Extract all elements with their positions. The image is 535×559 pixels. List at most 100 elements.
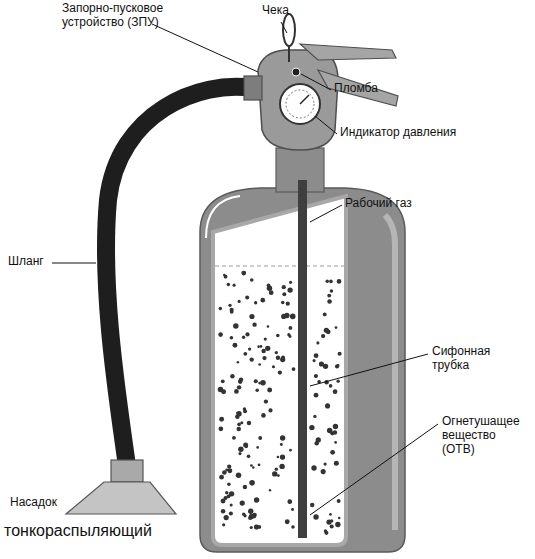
nozzle-coupling	[111, 460, 143, 482]
powder-dot	[256, 446, 259, 449]
powder-dot	[242, 336, 245, 339]
powder-dot	[338, 352, 342, 356]
powder-dot	[311, 465, 316, 470]
powder-dot	[260, 298, 265, 303]
powder-dot	[254, 379, 258, 383]
powder-dot	[327, 428, 332, 433]
powder-dot	[326, 520, 331, 525]
powder-dot	[309, 425, 314, 430]
powder-dot	[225, 491, 228, 494]
powder-dot	[238, 452, 241, 455]
powder-dot	[278, 370, 282, 374]
powder-dot	[277, 456, 280, 459]
powder-dot	[291, 525, 295, 529]
powder-dot	[282, 285, 286, 289]
powder-dot	[287, 499, 292, 504]
trigger-lever	[318, 70, 398, 106]
powder-dot	[249, 480, 255, 486]
powder-dot	[236, 412, 239, 415]
leader-line	[281, 22, 287, 33]
powder-dot	[291, 508, 294, 511]
powder-dot	[285, 519, 290, 524]
powder-dot	[265, 346, 270, 351]
powder-dot	[289, 326, 293, 330]
powder-dot	[313, 415, 316, 418]
siphon-tube	[298, 180, 307, 538]
powder-dot	[321, 334, 325, 338]
powder-dot	[264, 337, 267, 340]
powder-dot	[247, 421, 251, 425]
powder-dot	[244, 445, 248, 449]
powder-dot	[245, 295, 249, 299]
powder-dot	[330, 524, 334, 528]
powder-dot	[243, 485, 247, 489]
powder-dot	[269, 290, 274, 295]
powder-dot	[236, 473, 242, 479]
powder-dot	[243, 443, 248, 448]
powder-dot	[224, 275, 228, 279]
powder-dot	[292, 367, 296, 371]
valve-head	[258, 50, 338, 150]
part-label: Запорно-пусковое устройство (ЗПУ)	[62, 2, 180, 30]
powder-dot	[282, 457, 285, 460]
powder-dot	[289, 281, 292, 284]
powder-dot	[243, 409, 247, 413]
powder-dot	[275, 351, 278, 354]
powder-dot	[230, 336, 234, 340]
powder-dot	[250, 357, 254, 361]
powder-dot	[248, 347, 251, 350]
powder-dot	[272, 365, 275, 368]
powder-dot	[333, 389, 338, 394]
powder-dot	[240, 500, 245, 505]
cutaway-window	[213, 196, 346, 545]
powder-dot	[267, 283, 271, 287]
powder-dot	[333, 424, 338, 429]
powder-dot	[229, 511, 233, 515]
powder-dot	[227, 283, 230, 286]
powder-dot	[281, 314, 286, 319]
powder-dot	[249, 314, 254, 319]
powder-dot	[330, 450, 335, 455]
powder-dot	[324, 462, 327, 465]
powder-dot	[335, 364, 339, 368]
powder-dot	[337, 499, 341, 503]
powder-dot	[337, 364, 340, 367]
pin-shaft	[288, 46, 290, 62]
powder-dot	[227, 464, 231, 468]
powder-dot	[241, 271, 246, 276]
liquid-level	[215, 266, 344, 267]
powder-dot	[260, 345, 263, 348]
leader-line	[315, 116, 337, 134]
powder-dot	[232, 436, 236, 440]
powder-dot	[269, 489, 271, 491]
powder-dot	[277, 474, 280, 477]
powder-dot	[286, 302, 290, 306]
part-label: Насадок	[10, 496, 57, 510]
leader-line	[310, 354, 428, 386]
powder-dot	[326, 329, 331, 334]
powder-dot	[338, 517, 340, 519]
powder-dot	[323, 312, 327, 316]
powder-dot	[281, 301, 285, 305]
powder-dot	[329, 280, 333, 284]
powder-dot	[325, 403, 330, 408]
powder-dot	[237, 385, 241, 389]
powder-dot	[233, 284, 236, 287]
powder-dot	[316, 341, 319, 344]
powder-dot	[225, 469, 228, 472]
powder-dot	[257, 525, 261, 529]
powder-dot	[314, 393, 319, 398]
gauge-needle	[300, 95, 309, 104]
part-label: Сифонная трубка	[432, 345, 510, 373]
seal	[292, 68, 300, 76]
powder-dot	[219, 417, 224, 422]
powder-dot	[329, 384, 333, 388]
hose	[106, 87, 252, 466]
powder-dot	[232, 343, 237, 348]
powder-dot	[221, 509, 226, 514]
powder-dot	[252, 322, 256, 326]
powder-dot	[314, 441, 318, 445]
powder-dot	[334, 441, 337, 444]
powder-dot	[221, 379, 225, 383]
